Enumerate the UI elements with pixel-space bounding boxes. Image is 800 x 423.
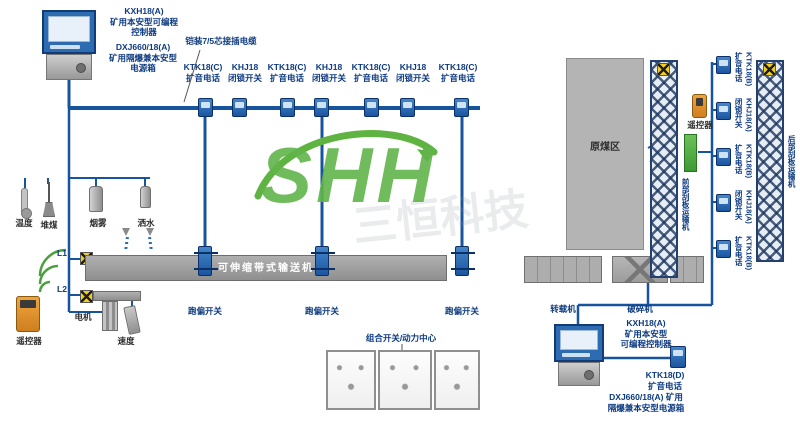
plc-controller-topleft [42,10,96,80]
controller-screen [42,10,96,54]
right-device-label: KTK18(B)扩音电话 [734,144,754,179]
controller-desc: 矿用本安型可编程 [109,16,178,27]
raw-coal-area [566,58,644,250]
remote-control-device [692,94,707,118]
line-l2-label: L2 [57,284,67,294]
loudspeaker-phone-device [670,346,686,368]
loudspeaker-phone-device [280,98,295,117]
combo-switch-label: 组合开关/动力中心 [365,333,437,343]
lock-switch-device [716,194,731,212]
remote-label: 遥控器 [16,336,42,346]
cable-label: 铠装7/5芯接插电缆 [166,36,276,47]
smoke-sensor-icon [89,186,103,212]
sway-switch-label: 跑偏开关 [187,306,222,316]
power-desc: 矿用隔爆兼本安型 [108,52,177,63]
combo-switch-cabinet [326,350,376,410]
belt-tail-hazard-marker [80,290,93,303]
loudspeaker-phone-device [198,98,213,117]
combo-switch-cabinet [378,350,432,410]
raw-coal-area-label: 原煤区 [590,142,620,153]
water-spray-sensor-icon [140,186,151,208]
sway-switch-label: 跑偏开关 [444,306,479,316]
water-spray-label: 洒水 [137,218,155,228]
smoke-label: 烟雾 [89,218,107,228]
loudspeaker-phone-device [716,148,731,166]
rear-conveyor-hazard-marker [763,63,776,76]
topleft-power-label: DXJ660/18(A) 矿用隔爆兼本安型 电源箱 [96,42,190,74]
topleft-controller-label: KXH18(A) 矿用本安型可编程 控制器 [98,6,190,38]
cable-label-text: 铠装7/5芯接插电缆 [185,36,257,46]
combo-switch-cabinet [434,350,480,410]
spray-nozzle-icon [146,228,154,236]
rear-scraper-conveyor [756,60,784,262]
front-conveyor-hazard-marker [657,63,670,76]
belt-conveyor-label: 可伸缩带式输送机 [218,263,314,274]
front-scraper-conveyor [650,60,678,278]
bottom-power-label: DXJ660/18(A) 矿用 隔爆兼本安型电源箱 [607,392,685,413]
spray-nozzle-icon [122,228,130,236]
belt-tail-section [93,291,141,301]
crusher-machine-label: 破碎机 [627,304,653,314]
watermark-leaf-swoosh-icon [254,130,438,200]
motor-icon [102,301,118,331]
bus-device-label: KTK18(C)扩音电话 [438,62,478,83]
loudspeaker-phone-device [716,56,731,74]
right-device-label: KHJ18(A)闭锁开关 [734,190,754,224]
coal-pile-label: 堆煤 [40,220,58,230]
transfer-machine [524,256,602,283]
bus-device-label: KTK18(C)扩音电话 [351,62,391,83]
front-scraper-conveyor-label: 前部刮板运输机 [681,178,691,231]
bottom-controller-label: KXH18(A) 矿用本安型 可编程控制器 [620,318,672,350]
power-box-base [558,362,600,386]
temperature-sensor-icon [21,188,32,219]
lock-switch-device [232,98,247,117]
right-device-label: KHJ18(A)闭锁开关 [734,98,754,132]
belt-sway-switch-device [194,246,218,276]
power-model: DXJ660/18(A) [115,42,171,52]
controller-desc2: 控制器 [131,27,157,38]
remote-receiver-box [684,134,697,172]
lock-switch-device [314,98,329,117]
coal-pile-sensor-icon [48,182,50,202]
loudspeaker-phone-device [716,240,731,258]
watermark-logo-text: SHH [260,131,437,219]
watermark-logo: SHH [242,112,452,242]
bus-device-label: KTK18(C)扩音电话 [183,62,223,83]
loudspeaker-phone-device [454,98,469,117]
line-l1-label: L1 [57,248,67,258]
rear-scraper-conveyor-label: 后部刮板运输机 [787,135,797,188]
power-box-base [46,54,92,80]
remote-control-device [16,296,40,332]
plc-controller-bottomright [554,324,604,386]
lock-switch-device [400,98,415,117]
bottom-phone-label: KTK18(D) 扩音电话 [645,370,685,391]
temperature-label: 温度 [15,218,33,228]
right-device-label: KTK18(B)扩音电话 [734,52,754,87]
wifi-signal-icon [38,248,67,293]
power-desc2: 电源箱 [130,63,156,74]
belt-conveyor: 可伸缩带式输送机 [85,255,447,281]
speed-label: 速度 [117,336,135,346]
belt-sway-switch-device [451,246,475,276]
sway-switch-label: 跑偏开关 [304,306,339,316]
lock-switch-device [716,102,731,120]
right-remote-label: 遥控器 [687,120,713,130]
motor-label: 电机 [74,312,92,322]
loudspeaker-phone-device [364,98,379,117]
controller-screen [554,324,604,362]
transfer-machine-label: 转载机 [550,304,576,314]
right-device-label: KTK18(B)扩音电话 [734,236,754,271]
belt-sway-switch-device [311,246,335,276]
bus-device-label: KTK18(C)扩音电话 [267,62,307,83]
controller-model: KXH18(A) [124,6,164,16]
